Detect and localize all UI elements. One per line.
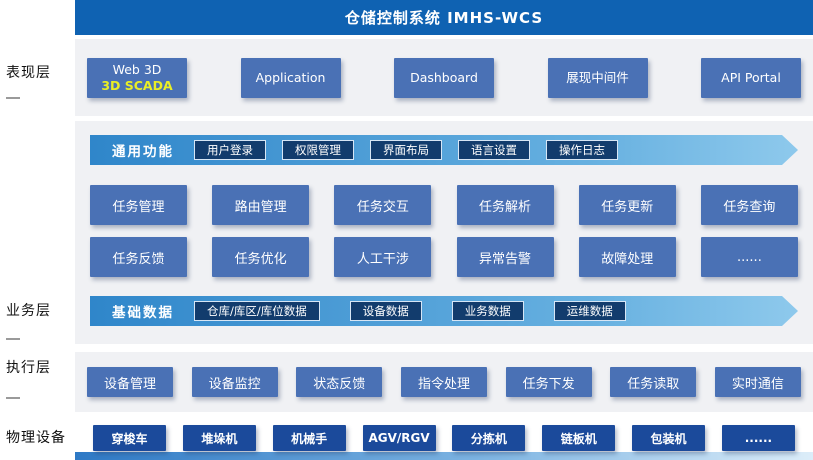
task-row-1: 任务管理 路由管理 任务交互 任务解析 任务更新 任务查询 bbox=[90, 185, 798, 225]
module-dashboard: Dashboard bbox=[394, 57, 494, 98]
task-row-2: 任务反馈 任务优化 人工干涉 异常告警 故障处理 ...... bbox=[90, 237, 798, 277]
task-block: ...... bbox=[700, 237, 798, 277]
banner-item-language: 语言设置 bbox=[458, 140, 530, 160]
base-data-banner: 基础数据 仓库/库区/库位数据 设备数据 业务数据 运维数据 bbox=[90, 296, 798, 326]
banner-item-ops-data: 运维数据 bbox=[554, 301, 626, 321]
task-block: 任务查询 bbox=[700, 185, 798, 225]
device-block: 分拣机 bbox=[452, 425, 526, 451]
task-block: 任务反馈 bbox=[90, 237, 187, 277]
task-block: 任务交互 bbox=[334, 185, 432, 225]
layer-divider-dash bbox=[6, 97, 20, 99]
layer-divider-dash bbox=[6, 397, 20, 399]
bottom-gradient-bar bbox=[75, 452, 813, 460]
module-label: API Portal bbox=[721, 69, 781, 85]
task-block: 路由管理 bbox=[212, 185, 310, 225]
exec-block: 任务读取 bbox=[610, 367, 697, 397]
layer-label-presentation: 表现层 bbox=[6, 65, 51, 81]
task-block: 故障处理 bbox=[578, 237, 676, 277]
banner-item-user-login: 用户登录 bbox=[194, 140, 266, 160]
module-api-portal: API Portal bbox=[701, 57, 801, 98]
task-block: 任务更新 bbox=[578, 185, 676, 225]
banner-label: 基础数据 bbox=[112, 305, 174, 321]
presentation-layer-panel: Web 3D 3D SCADA Application Dashboard 展现… bbox=[75, 39, 813, 116]
module-label: Dashboard bbox=[410, 69, 478, 85]
device-block: 机械手 bbox=[272, 425, 346, 451]
layer-sidebar: 表现层 业务层 执行层 物理设备 bbox=[0, 0, 75, 460]
diagram-title: 仓储控制系统 IMHS-WCS bbox=[344, 9, 544, 27]
module-application: Application bbox=[240, 57, 341, 98]
banner-item-permission: 权限管理 bbox=[282, 140, 354, 160]
exec-block: 指令处理 bbox=[400, 367, 487, 397]
module-label: 展现中间件 bbox=[566, 69, 629, 85]
banner-item-log: 操作日志 bbox=[546, 140, 618, 160]
module-label: Web 3D bbox=[112, 61, 162, 77]
device-block: 堆垛机 bbox=[182, 425, 256, 451]
banner-item-warehouse-data: 仓库/库区/库位数据 bbox=[194, 301, 320, 321]
exec-block: 设备监控 bbox=[191, 367, 278, 397]
task-block: 任务优化 bbox=[212, 237, 310, 277]
business-layer-panel: 通用功能 用户登录 权限管理 界面布局 语言设置 操作日志 任务管理 路由管理 … bbox=[75, 121, 813, 344]
task-block: 任务管理 bbox=[90, 185, 187, 225]
task-block: 人工干涉 bbox=[334, 237, 432, 277]
module-label: Application bbox=[255, 69, 326, 85]
wcs-architecture-diagram: 仓储控制系统 IMHS-WCS Web 3D 3D SCADA Applicat… bbox=[75, 0, 813, 460]
diagram-title-bar: 仓储控制系统 IMHS-WCS bbox=[75, 0, 813, 35]
physical-device-row: 穿梭车 堆垛机 机械手 AGV/RGV 分拣机 链板机 包装机 ...... bbox=[75, 424, 813, 452]
device-block: AGV/RGV bbox=[362, 425, 436, 451]
banner-item-layout: 界面布局 bbox=[370, 140, 442, 160]
exec-block: 任务下发 bbox=[505, 367, 592, 397]
task-block: 异常告警 bbox=[456, 237, 554, 277]
banner-label: 通用功能 bbox=[112, 144, 174, 160]
layer-label-execution: 执行层 bbox=[6, 360, 51, 376]
layer-divider-dash bbox=[6, 338, 20, 340]
device-block: 包装机 bbox=[632, 425, 706, 451]
layer-label-business: 业务层 bbox=[6, 303, 51, 319]
task-block: 任务解析 bbox=[456, 185, 554, 225]
module-sublabel: 3D SCADA bbox=[101, 77, 173, 93]
device-block: 链板机 bbox=[542, 425, 616, 451]
module-web3d-scada: Web 3D 3D SCADA bbox=[87, 57, 187, 98]
banner-item-business-data: 业务数据 bbox=[452, 301, 524, 321]
exec-block: 实时通信 bbox=[714, 367, 801, 397]
device-block: 穿梭车 bbox=[93, 425, 166, 451]
banner-item-device-data: 设备数据 bbox=[350, 301, 422, 321]
module-middleware: 展现中间件 bbox=[547, 57, 648, 98]
layer-label-physical: 物理设备 bbox=[6, 430, 66, 446]
exec-block: 状态反馈 bbox=[296, 367, 383, 397]
execution-layer-panel: 设备管理 设备监控 状态反馈 指令处理 任务下发 任务读取 实时通信 bbox=[75, 352, 813, 412]
exec-block: 设备管理 bbox=[87, 367, 173, 397]
common-functions-banner: 通用功能 用户登录 权限管理 界面布局 语言设置 操作日志 bbox=[90, 135, 798, 165]
device-block: ...... bbox=[721, 425, 795, 451]
